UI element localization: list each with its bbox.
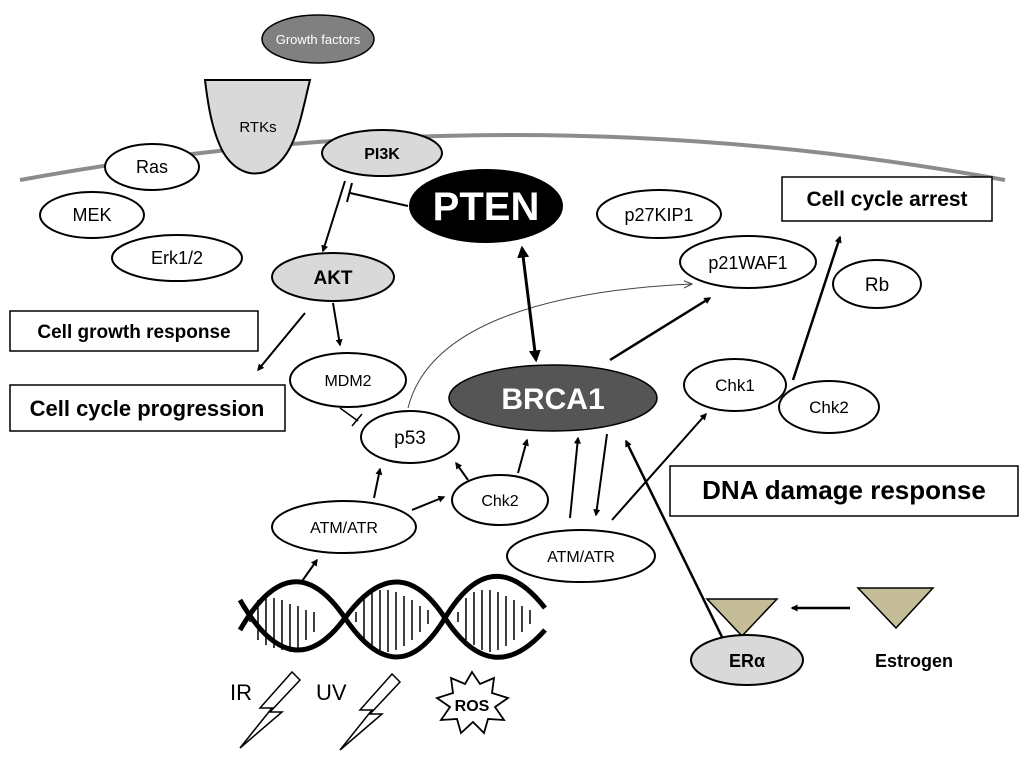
er-alpha-label: ERα (729, 651, 765, 671)
pi3k-node (321, 129, 443, 177)
chk1-label: Chk1 (715, 376, 755, 395)
chk2-right-label: Chk2 (809, 398, 849, 417)
brca1-node (448, 364, 658, 432)
p27-label: p27KIP1 (624, 205, 693, 225)
erk-node (111, 234, 243, 282)
dna-damage-response-label: DNA damage response (702, 475, 986, 505)
cell-cycle-progression-box (9, 384, 286, 432)
arrow-pi3k-akt (321, 180, 346, 253)
arrow-atm-p53 (373, 467, 383, 499)
arrow-akt-progression (257, 312, 306, 372)
cell-cycle-arrest-label: Cell cycle arrest (806, 188, 967, 211)
rtks-label: RTKs (239, 119, 276, 136)
dna-damage-response-box (669, 465, 1019, 517)
p21-node (679, 235, 817, 289)
estrogen-triangle (856, 587, 935, 630)
ras-node (104, 143, 200, 191)
cell-growth-response-label: Cell growth response (37, 322, 230, 343)
cell-growth-response-box (9, 310, 259, 352)
chk2-right-node (778, 380, 880, 434)
arrow-akt-mdm2 (332, 302, 343, 347)
inhibit-mdm2-p53-bar (351, 413, 363, 427)
arrow-p53-p21 (407, 284, 692, 409)
arrow-atm-chk1 (611, 412, 707, 521)
mek-label: MEK (72, 205, 111, 225)
arrow-brca1-p21 (609, 296, 712, 362)
uv-lightning-icon (339, 672, 402, 751)
inhibit-mdm2-p53 (339, 407, 359, 422)
rb-node (832, 259, 922, 309)
akt-label: AKT (313, 268, 352, 289)
ros-label: ROS (455, 698, 490, 715)
inhibit-pten-pi3k-bar (346, 182, 353, 203)
arrow-pten-brca1 (517, 245, 541, 363)
atm-atr-right-node (506, 529, 656, 583)
mdm2-node (289, 352, 407, 408)
ir-lightning-icon (239, 670, 302, 749)
p53-node (360, 410, 460, 464)
rtks-receptor (203, 79, 312, 175)
cell-cycle-arrest-box (781, 176, 993, 222)
atm-atr-right-label: ATM/ATR (547, 549, 615, 566)
dna-helix-icon (237, 573, 547, 660)
pten-node (409, 169, 563, 243)
akt-node (271, 252, 395, 302)
uv-label: UV (316, 680, 347, 705)
atm-atr-left-label: ATM/ATR (310, 520, 378, 537)
mek-node (39, 191, 145, 239)
growth-factors-label: Growth factors (276, 32, 361, 47)
cell-cycle-progression-label: Cell cycle progression (30, 396, 265, 421)
arrow-chk2-brca1 (517, 438, 529, 474)
p53-label: p53 (394, 428, 426, 449)
chk2-center-label: Chk2 (481, 493, 518, 510)
arrow-er-brca1 (624, 439, 724, 638)
arrow-atm-chk2 (411, 495, 446, 511)
arrow-atm-brca1-up (569, 436, 581, 519)
mdm2-label: MDM2 (324, 373, 371, 390)
p21-label: p21WAF1 (708, 253, 787, 273)
ir-label: IR (230, 680, 252, 705)
rb-label: Rb (865, 275, 889, 296)
estrogen-label: Estrogen (875, 651, 953, 671)
brca1-label: BRCA1 (501, 383, 604, 416)
ros-starburst-icon (434, 670, 511, 735)
arrow-dna-atm (299, 558, 318, 585)
arrow-brca1-atm-down (593, 433, 608, 517)
pi3k-label: PI3K (364, 146, 400, 163)
p27-node (596, 189, 722, 239)
ras-label: Ras (136, 157, 168, 177)
erk-label: Erk1/2 (151, 248, 203, 268)
er-alpha-triangle (705, 598, 779, 638)
inhibit-pten-pi3k (349, 192, 409, 207)
er-alpha-node (690, 634, 804, 686)
pten-label: PTEN (433, 185, 540, 229)
atm-atr-left-node (271, 500, 417, 554)
chk1-node (683, 358, 787, 412)
chk2-center-node (451, 474, 549, 526)
arrow-chk2-arrest (791, 235, 842, 381)
arrow-chk2-p53 (455, 461, 469, 481)
growth-factors-node (261, 14, 375, 64)
